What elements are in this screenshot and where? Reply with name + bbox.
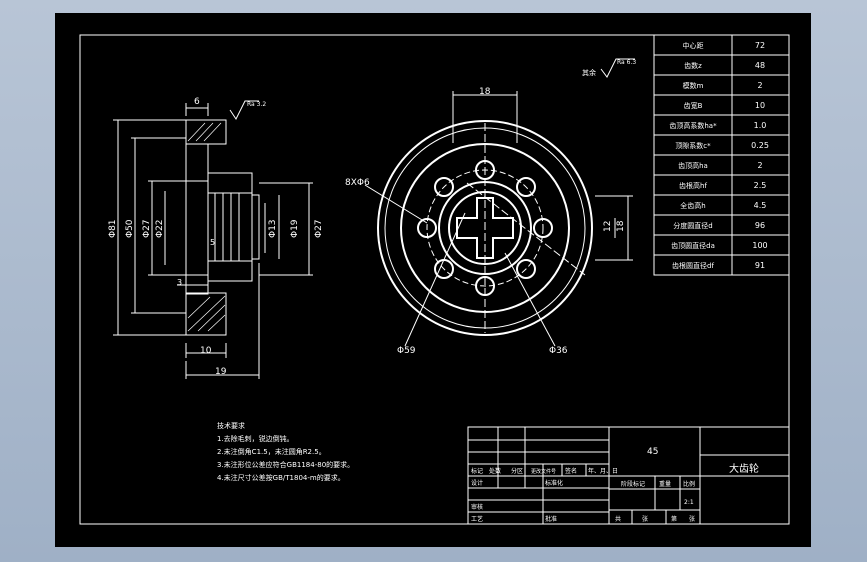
tb-total-label: 张 <box>642 515 648 523</box>
param-label: 齿宽B <box>684 101 703 110</box>
overall-roughness-value: Ra 6.3 <box>617 59 636 66</box>
tb-mark: 标记 <box>471 467 483 475</box>
tb-sign: 签名 <box>565 467 577 475</box>
dim-bottom1: 10 <box>200 346 212 356</box>
dim-d6: Φ19 <box>290 219 300 238</box>
dim-d5: Φ13 <box>268 219 278 238</box>
param-value: 96 <box>755 221 765 230</box>
param-value: 1.0 <box>754 121 767 130</box>
title-block <box>467 426 790 525</box>
tech-req-item-3: 3.未注形位公差应符合GB1184-80的要求。 <box>217 460 354 469</box>
dim-top: 6 <box>194 97 200 107</box>
tech-req-item-4: 4.未注尺寸公差按GB/T1804-m的要求。 <box>217 473 345 482</box>
dim-d4: Φ22 <box>155 219 165 238</box>
dim-d3: Φ27 <box>142 219 152 238</box>
tech-req-title: 技术要求 <box>217 421 245 430</box>
side-dim-lines <box>113 103 313 379</box>
tb-std: 标准化 <box>545 479 563 487</box>
overall-roughness-symbol <box>600 58 635 78</box>
gear-body <box>185 143 209 295</box>
tb-total: 共 <box>615 515 621 523</box>
dim-front-right-bottom: Φ36 <box>549 346 568 356</box>
tb-scale: 比例 <box>683 480 695 488</box>
tech-requirements: 技术要求 1.去除毛刺，锐边倒钝。 2.未注倒角C1.5，未注圆角R2.5。 3… <box>217 421 354 482</box>
drawing-canvas: Ra 3.2 6 Φ81 Φ50 Φ27 Φ22 Φ13 Φ19 Φ27 5 3… <box>79 34 790 525</box>
roughness-symbol <box>229 100 259 120</box>
material: 45 <box>647 447 658 457</box>
tb-design: 设计 <box>471 479 483 487</box>
hatching <box>187 122 226 332</box>
dim-d1: Φ81 <box>108 219 118 238</box>
param-label: 分度圆直径d <box>673 221 712 230</box>
tb-scale-value: 2:1 <box>684 499 694 506</box>
addendum-circle <box>377 120 593 336</box>
tb-sheet: 第 <box>671 515 677 523</box>
param-value: 100 <box>752 241 767 250</box>
param-label: 齿根圆直径df <box>672 261 714 270</box>
param-value: 0.25 <box>751 141 769 150</box>
param-label: 齿数z <box>684 61 702 70</box>
flange-bottom <box>185 292 227 336</box>
tb-weight: 重量 <box>659 480 671 488</box>
dim-small1: 5 <box>210 238 215 247</box>
tb-change-doc: 更改文件号 <box>531 468 556 475</box>
param-value: 72 <box>755 41 765 50</box>
param-label: 齿顶高ha <box>678 161 708 170</box>
param-value: 2.5 <box>754 181 767 190</box>
side-section-view: Ra 3.2 6 Φ81 Φ50 Φ27 Φ22 Φ13 Φ19 Φ27 5 3… <box>108 97 324 379</box>
dim-right1: 12 <box>603 221 613 232</box>
param-label: 模数m <box>683 81 704 90</box>
drawing-sheet: Ra 3.2 6 Φ81 Φ50 Φ27 Φ22 Φ13 Φ19 Φ27 5 3… <box>55 13 811 547</box>
param-label: 顶隙系数c* <box>675 141 711 150</box>
tb-sheet-label: 张 <box>689 515 695 523</box>
overall-roughness-label: 其余 <box>582 68 596 77</box>
param-label: 中心距 <box>683 41 704 50</box>
title-block-text: 45 大齿轮 标记 处数 分区 更改文件号 签名 年、月、日 设计 标准化 阶段… <box>471 447 759 523</box>
front-view: 18 8XΦ6 12 18 Φ59 Φ36 <box>345 87 633 356</box>
param-value: 91 <box>755 261 765 270</box>
tb-review: 审核 <box>471 503 483 511</box>
tech-req-item-1: 1.去除毛刺，锐边倒钝。 <box>217 434 294 443</box>
param-value: 4.5 <box>754 201 767 210</box>
param-value: 2 <box>757 81 762 90</box>
tb-approve: 批准 <box>545 515 557 523</box>
gear-parameter-table: 中心距 72 齿数z 48 模数m 2 齿宽B 10 齿顶高系数ha* 1.0 顶隙系数c* 0.25… <box>653 34 790 276</box>
tb-stage: 阶段标记 <box>621 480 645 488</box>
inner-border <box>79 34 790 525</box>
dim-holes: 8XΦ6 <box>345 178 370 188</box>
dim-right2: 18 <box>616 220 626 232</box>
dim-d7: Φ27 <box>314 219 324 238</box>
param-label: 全齿高h <box>680 201 705 210</box>
param-label: 齿顶高系数ha* <box>669 121 717 130</box>
param-label: 齿顶圆直径da <box>671 241 715 250</box>
dim-small2: 3 <box>177 278 182 287</box>
tb-date: 年、月、日 <box>588 467 618 475</box>
dim-front-top: 18 <box>479 87 491 97</box>
param-value: 2 <box>757 161 762 170</box>
side-roughness: Ra 3.2 <box>247 101 266 108</box>
front-dim-lines <box>364 91 633 347</box>
spline-bore <box>456 197 514 259</box>
param-value: 10 <box>755 101 765 110</box>
dim-front-left-bottom: Φ59 <box>397 346 416 356</box>
dim-bottom2: 19 <box>215 367 227 377</box>
tb-process: 工艺 <box>471 515 483 523</box>
tech-req-item-2: 2.未注倒角C1.5，未注圆角R2.5。 <box>217 447 326 456</box>
dim-d2: Φ50 <box>125 219 135 238</box>
param-label: 齿根高hf <box>679 181 707 190</box>
tb-zone: 分区 <box>511 467 523 475</box>
part-name: 大齿轮 <box>729 462 759 475</box>
param-value: 48 <box>755 61 765 70</box>
tb-count: 处数 <box>489 467 501 475</box>
hub-step <box>251 194 260 260</box>
